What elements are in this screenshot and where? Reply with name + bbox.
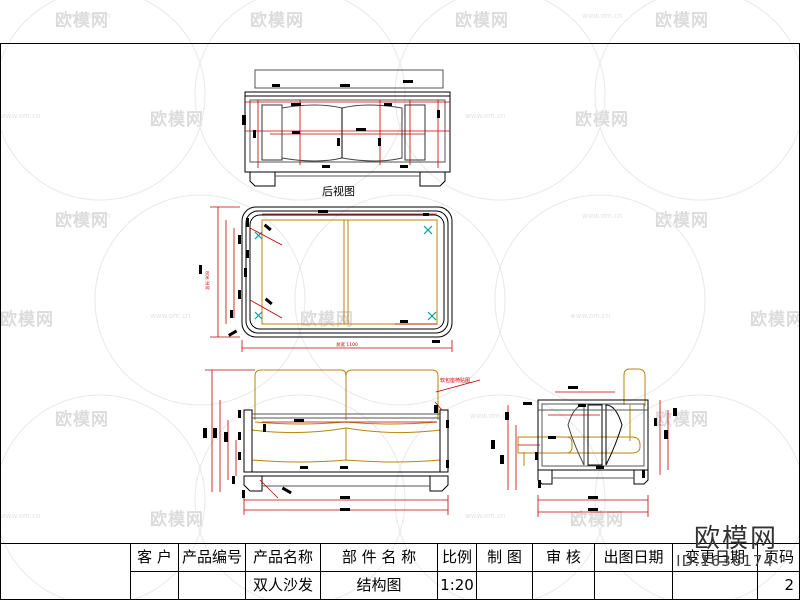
plan-view-dimension-tags bbox=[199, 210, 440, 343]
plan-view-dimensions bbox=[210, 206, 453, 352]
back-view bbox=[244, 69, 451, 187]
side-view-dimension-tags bbox=[491, 386, 677, 511]
brand-name: 欧模网 bbox=[693, 524, 778, 554]
back-view-dimension-tags bbox=[242, 80, 440, 168]
back-view-label: 后视图 bbox=[322, 185, 355, 198]
back-view-dimensions bbox=[245, 100, 450, 168]
watermark-brand: 欧模网 bbox=[0, 310, 54, 330]
plan-view-dimension-text: 总宽 1100 总长 908 bbox=[204, 271, 358, 348]
watermark-brand: 欧模网 bbox=[55, 11, 109, 31]
front-view-frame bbox=[243, 409, 449, 492]
brand-id: ID:1636174 bbox=[676, 552, 774, 570]
header-drafted-by: 制 图 bbox=[487, 548, 522, 566]
title-block-grid bbox=[0, 543, 800, 600]
value-product-name: 双人沙发 bbox=[252, 576, 313, 594]
watermark-brand: 欧模网 bbox=[150, 510, 204, 530]
value-part-name: 结构图 bbox=[356, 576, 402, 594]
header-product-name: 产品名称 bbox=[252, 548, 313, 566]
side-view-frame bbox=[537, 399, 649, 485]
watermark-brand: 欧模网 bbox=[655, 211, 709, 231]
watermark-site: www.om.cn bbox=[570, 312, 611, 320]
watermark-brand: 欧模网 bbox=[250, 11, 304, 31]
watermark-brand: 欧模网 bbox=[750, 310, 800, 330]
watermark-site: www.om.cn bbox=[70, 212, 111, 220]
depth-dimension-text: 总长 908 bbox=[204, 271, 211, 290]
header-customer: 客 户 bbox=[137, 548, 172, 566]
header-change-date: 变更日期 bbox=[684, 548, 745, 566]
plan-view-frame bbox=[241, 206, 453, 338]
front-view-dimension-tags bbox=[203, 405, 449, 511]
header-product-code: 产品编号 bbox=[181, 548, 242, 566]
header-issue-date: 出图日期 bbox=[603, 548, 664, 566]
front-view-dimensions bbox=[205, 369, 481, 515]
watermark-site: www.om.cn bbox=[582, 212, 623, 220]
watermark-site: www.om.cn bbox=[470, 412, 511, 420]
watermark-site: www.om.cn bbox=[582, 12, 623, 20]
upholstery-note: 软包座椅贴图 bbox=[440, 378, 471, 384]
header-scale: 比例 bbox=[441, 548, 472, 566]
watermark-site: www.om.cn bbox=[0, 112, 41, 120]
front-view-upholstery bbox=[251, 369, 441, 463]
watermark-site: www.om.cn bbox=[0, 512, 41, 520]
watermark-site: www.om.cn bbox=[465, 112, 506, 120]
plan-view-joints bbox=[254, 225, 437, 321]
watermark-brand: 欧模网 bbox=[300, 310, 354, 330]
width-dimension-text: 总宽 1100 bbox=[336, 341, 358, 348]
plan-view-seat bbox=[261, 219, 438, 325]
watermark-site: www.om.cn bbox=[70, 12, 111, 20]
watermark-site: www.om.cn bbox=[465, 512, 506, 520]
watermark-brand: 欧模网 bbox=[55, 211, 109, 231]
value-scale: 1:20 bbox=[440, 576, 474, 594]
value-page-number: 2 bbox=[784, 576, 794, 594]
header-page-number: 页码 bbox=[763, 548, 794, 566]
side-view-upholstery bbox=[517, 368, 646, 466]
header-part-name: 部 件 名 称 bbox=[341, 548, 417, 566]
watermark-brand: 欧模网 bbox=[55, 410, 109, 430]
watermark-brand: 欧模网 bbox=[455, 11, 509, 31]
watermark-site: www.om.cn bbox=[150, 312, 191, 320]
header-reviewed-by: 审 核 bbox=[546, 548, 581, 566]
watermark-brand: 欧模网 bbox=[150, 110, 204, 130]
watermark-brand: 欧模网 bbox=[655, 11, 709, 31]
